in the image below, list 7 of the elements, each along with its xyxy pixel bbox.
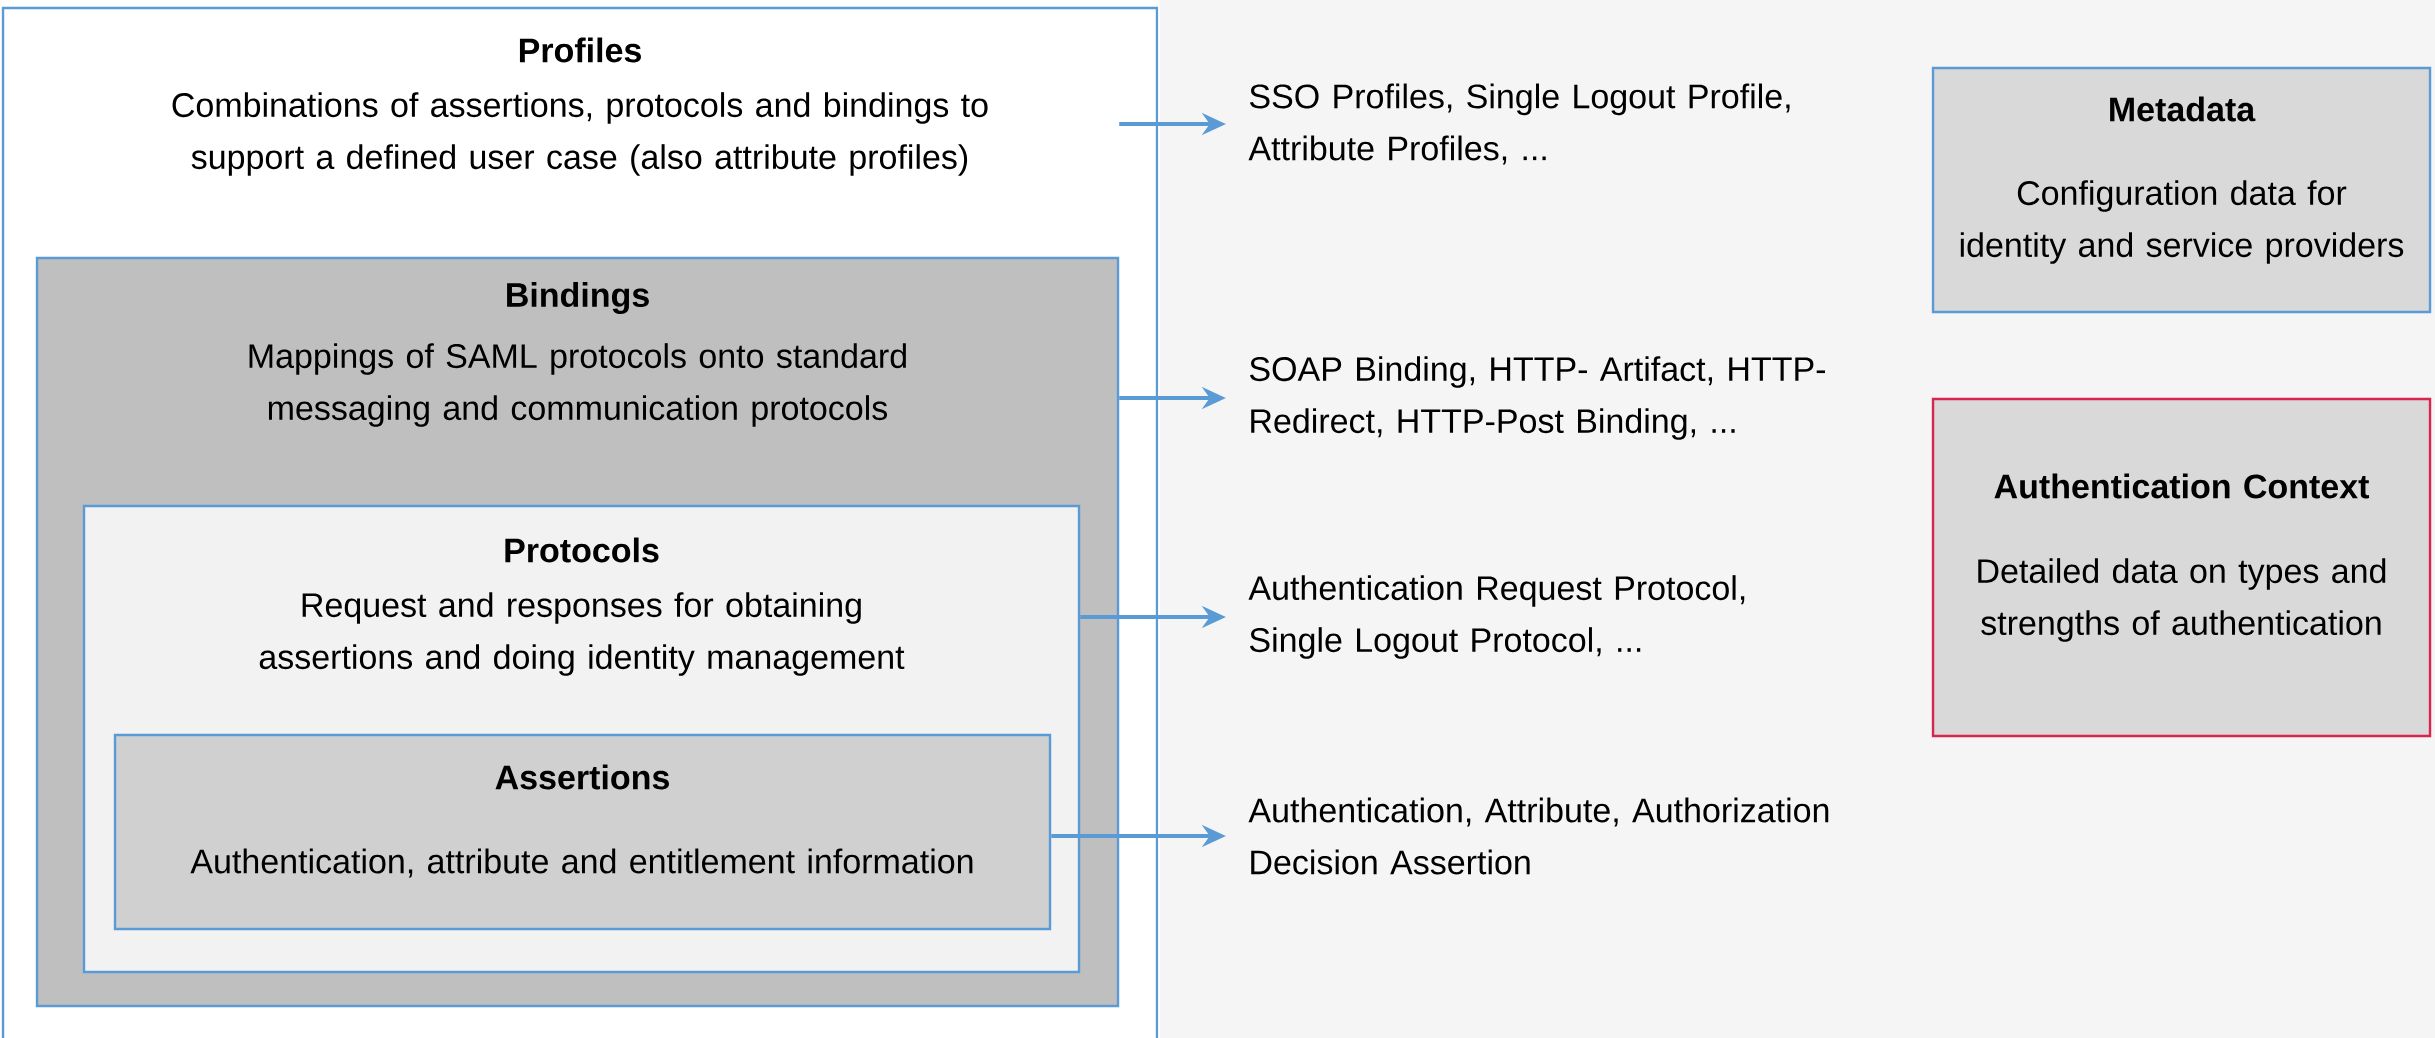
example-list: Authentication Request Protocol, Single Logout Protocol, ... (1248, 575, 1745, 659)
example-list: Authentication, Attribute, Authorization Decision Assertion (1248, 797, 1829, 875)
layer-box: Authentication Context Detailed data on types and strengths of authentication (1931, 397, 2432, 738)
layer-box: Metadata Configuration data for identity and service providers (1931, 66, 2432, 314)
example-list: SOAP Binding, HTTP- Artifact, HTTP-Redirect, HTTP-Post Binding, ... (1249, 356, 1825, 440)
layer-box: Assertions Authentication, attribute and entitlement information (113, 733, 1052, 931)
example-list: SSO Profiles, Single Logout Profile, Attribute Profiles, ... (1248, 83, 1790, 165)
